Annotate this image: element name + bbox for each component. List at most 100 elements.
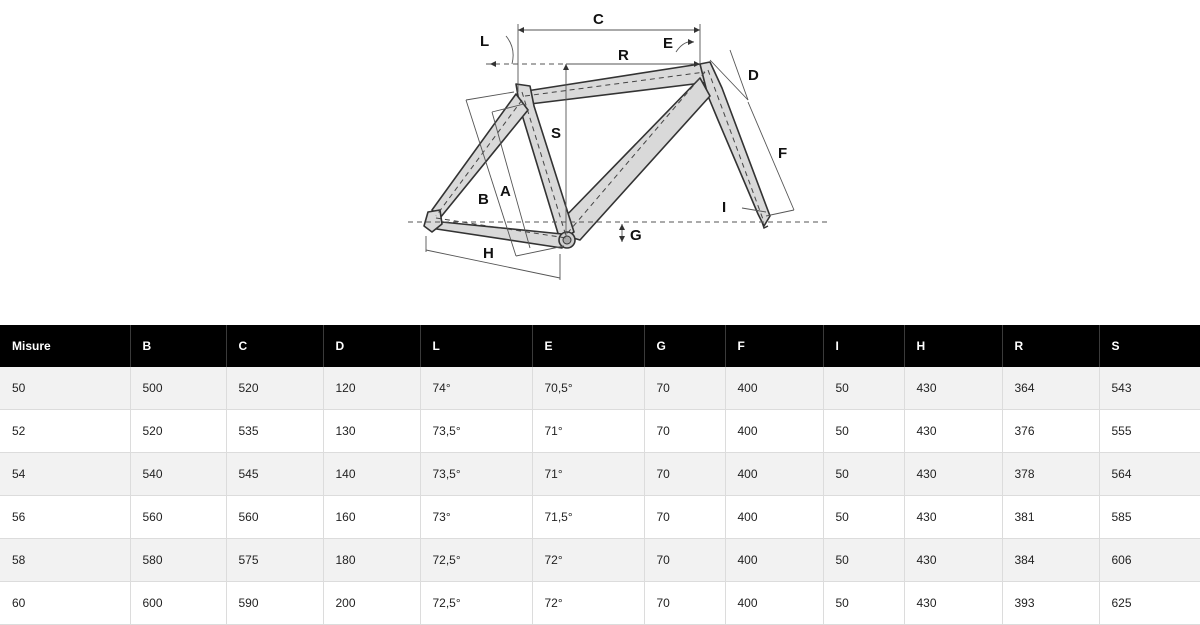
table-cell: 50 <box>823 581 905 625</box>
table-cell: 70 <box>644 367 726 410</box>
table-cell: 70 <box>644 581 726 625</box>
column-header: L <box>420 325 533 367</box>
table-cell: 520 <box>226 367 324 410</box>
label-f: F <box>778 145 787 162</box>
table-cell: 564 <box>1099 452 1200 496</box>
label-c: C <box>593 11 604 28</box>
table-cell: 580 <box>130 538 227 582</box>
table-cell: 393 <box>1002 581 1100 625</box>
label-b: B <box>478 191 489 208</box>
frame-geometry-diagram: C L E R D S F B A I G H <box>408 11 830 280</box>
measure-lines <box>408 24 830 280</box>
table-cell: 52 <box>0 409 131 453</box>
tube-centerlines <box>435 69 765 239</box>
table-cell: 555 <box>1099 409 1200 453</box>
table-cell: 400 <box>725 452 824 496</box>
table-cell: 56 <box>0 495 131 539</box>
table-cell: 50 <box>0 367 131 410</box>
table-cell: 70 <box>644 409 726 453</box>
table-cell: 430 <box>904 495 1003 539</box>
table-cell: 120 <box>323 367 421 410</box>
table-cell: 376 <box>1002 409 1100 453</box>
table-cell: 50 <box>823 409 905 453</box>
table-cell: 73,5° <box>420 409 533 453</box>
table-cell: 72,5° <box>420 581 533 625</box>
table-cell: 430 <box>904 367 1003 410</box>
label-d: D <box>748 67 759 84</box>
table-cell: 50 <box>823 538 905 582</box>
table-cell: 160 <box>323 495 421 539</box>
label-g: G <box>630 227 642 244</box>
table-cell: 590 <box>226 581 324 625</box>
table-cell: 430 <box>904 581 1003 625</box>
table-cell: 72° <box>532 581 645 625</box>
table-cell: 575 <box>226 538 324 582</box>
table-cell: 71° <box>532 409 645 453</box>
fork-dropout <box>761 221 769 229</box>
table-cell: 140 <box>323 452 421 496</box>
table-cell: 535 <box>226 409 324 453</box>
table-cell: 50 <box>823 452 905 496</box>
label-e: E <box>663 35 673 52</box>
column-header: C <box>226 325 324 367</box>
table-cell: 378 <box>1002 452 1100 496</box>
table-cell: 430 <box>904 538 1003 582</box>
label-h: H <box>483 245 494 262</box>
table-cell: 180 <box>323 538 421 582</box>
bike-frame <box>423 61 771 249</box>
column-header: D <box>323 325 421 367</box>
label-s: S <box>551 125 561 142</box>
table-cell: 60 <box>0 581 131 625</box>
column-header: G <box>644 325 726 367</box>
table-cell: 70 <box>644 495 726 539</box>
frame-diagram-svg: C L E R D S F B A I G H <box>408 11 830 280</box>
label-i: I <box>722 199 726 216</box>
bottom-bracket-inner <box>562 235 572 245</box>
table-cell: 560 <box>226 495 324 539</box>
table-cell: 381 <box>1002 495 1100 539</box>
table-cell: 400 <box>725 367 824 410</box>
table-cell: 384 <box>1002 538 1100 582</box>
rear-dropout <box>423 209 443 233</box>
column-header: S <box>1099 325 1200 367</box>
chain-stay <box>429 211 563 249</box>
table-cell: 400 <box>725 538 824 582</box>
table-cell: 560 <box>130 495 227 539</box>
column-header: H <box>904 325 1003 367</box>
table-cell: 70,5° <box>532 367 645 410</box>
table-cell: 606 <box>1099 538 1200 582</box>
table-cell: 200 <box>323 581 421 625</box>
table-cell: 130 <box>323 409 421 453</box>
table-cell: 520 <box>130 409 227 453</box>
table-cell: 545 <box>226 452 324 496</box>
table-cell: 70 <box>644 538 726 582</box>
table-cell: 54 <box>0 452 131 496</box>
down-tube <box>559 77 711 241</box>
column-header: F <box>725 325 824 367</box>
table-cell: 73° <box>420 495 533 539</box>
table-cell: 540 <box>130 452 227 496</box>
label-r: R <box>618 47 629 64</box>
table-cell: 625 <box>1099 581 1200 625</box>
table-cell: 430 <box>904 409 1003 453</box>
table-cell: 400 <box>725 409 824 453</box>
column-header: Misure <box>0 325 131 367</box>
table-cell: 543 <box>1099 367 1200 410</box>
table-cell: 71° <box>532 452 645 496</box>
table-cell: 70 <box>644 452 726 496</box>
column-header: B <box>130 325 227 367</box>
table-cell: 50 <box>823 367 905 410</box>
table-cell: 430 <box>904 452 1003 496</box>
table-cell: 585 <box>1099 495 1200 539</box>
table-cell: 400 <box>725 581 824 625</box>
table-cell: 364 <box>1002 367 1100 410</box>
table-cell: 400 <box>725 495 824 539</box>
